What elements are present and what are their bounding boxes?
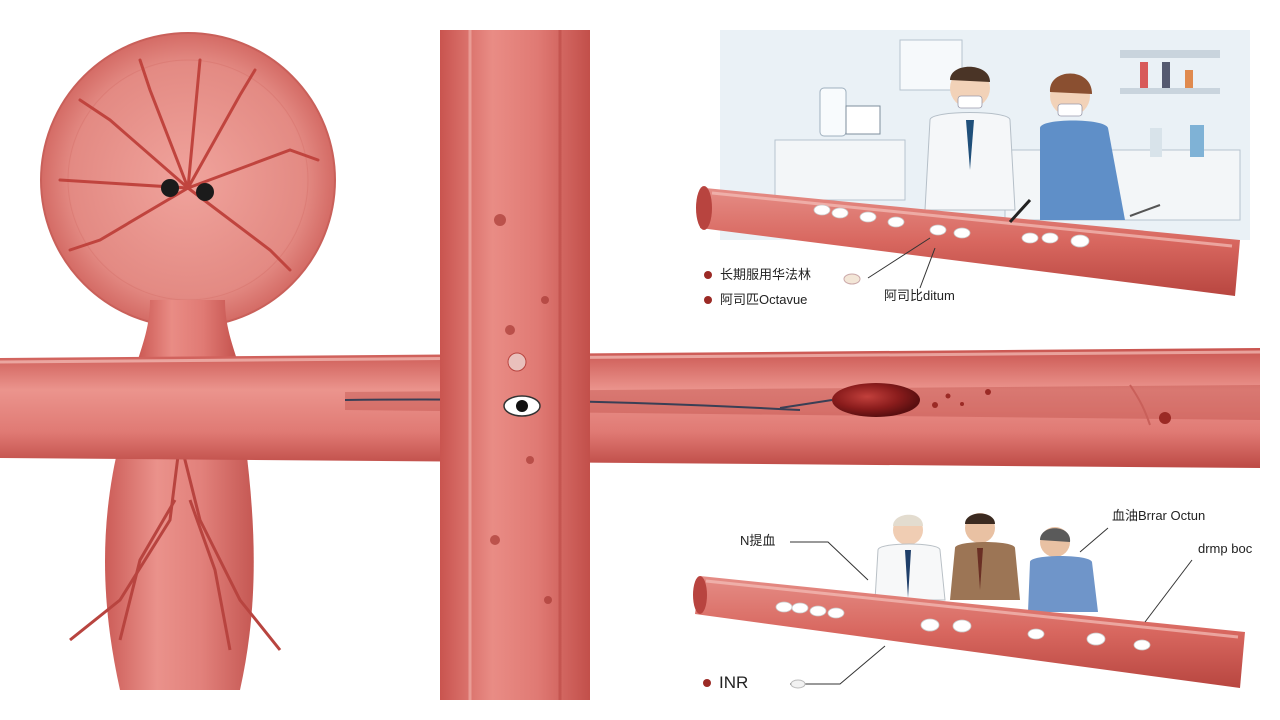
top-item-2-label: 阿司匹Octavue (720, 292, 808, 307)
horizontal-artery (0, 348, 1261, 468)
nurse-figure (1040, 73, 1125, 220)
bottom-vessel-tube (693, 576, 1245, 688)
top-leader-lines (867, 237, 936, 289)
organ-disc (40, 32, 336, 328)
top-item-1-bullet (704, 271, 712, 279)
lab-scene (720, 30, 1250, 240)
top-item-1-label: 长期服用华法林 (720, 267, 812, 282)
person-2 (950, 513, 1020, 600)
top-vessel-tube (696, 186, 1240, 296)
bottom-tablet (790, 679, 806, 689)
person-3 (1028, 527, 1098, 612)
blood-clot (779, 383, 1171, 426)
organ-stem (135, 300, 240, 370)
bottom-figures (874, 513, 1098, 612)
bottom-label-right-1: 血油Brrar Octun (1112, 508, 1206, 523)
bottom-leader-lines (790, 527, 1193, 685)
inr-bullet (703, 679, 711, 687)
vertical-artery (440, 30, 590, 700)
doctor-figure (924, 66, 1016, 211)
lower-left-vessel-bundle (105, 440, 254, 690)
bottom-label-right-2: drmp boc (1198, 541, 1253, 556)
inr-label: INR (719, 673, 749, 692)
top-tablet (843, 273, 861, 285)
top-item-2-bullet (704, 296, 712, 304)
person-1 (874, 514, 946, 601)
lower-left-branches (69, 439, 282, 651)
top-vessel-label: 阿司比ditum (884, 288, 955, 303)
bottom-label-left: N提血 (740, 533, 776, 548)
